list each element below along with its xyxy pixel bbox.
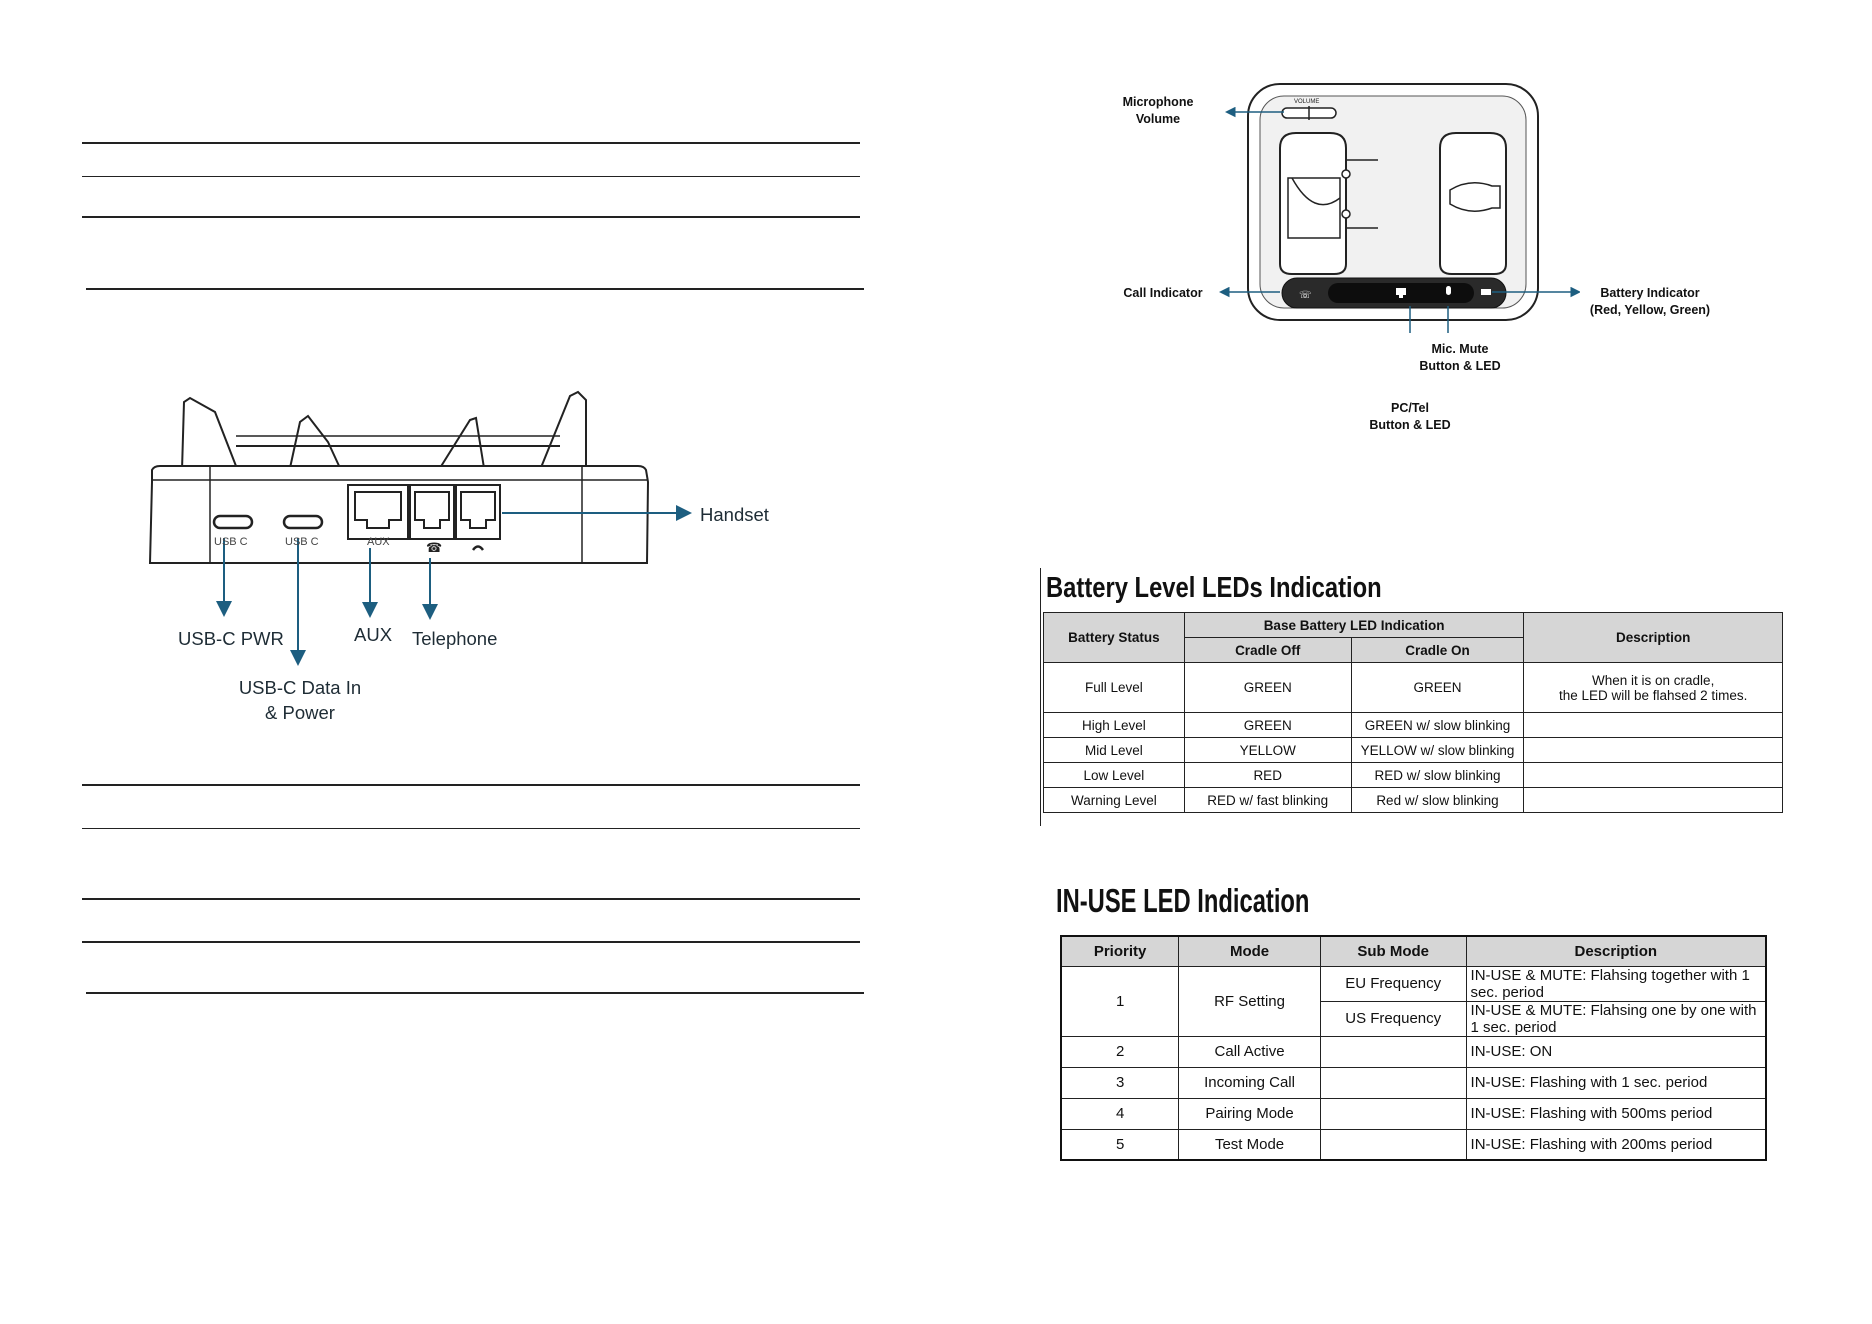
mode-header: Mode (1178, 935, 1321, 967)
handset-label: Handset (700, 504, 769, 525)
usb-c-data-label: USB-C Data In & Power (238, 677, 362, 723)
battery-led-table: Battery Status Base Battery LED Indicati… (1043, 612, 1783, 813)
table-row: Low Level RED RED w/ slow blinking (1043, 762, 1783, 788)
usb-c-pwr-label: USB-C PWR (178, 628, 284, 649)
battery-table-left-rule (1040, 568, 1041, 826)
handset-jack (455, 484, 501, 540)
call-indicator-label: Call Indicator (1123, 286, 1203, 300)
rule-5 (82, 784, 860, 786)
aux-jack (347, 484, 409, 540)
inuse-led-table: Priority Mode Sub Mode Description 1 RF … (1060, 935, 1767, 1161)
table-row: Warning Level RED w/ fast blinking Red w… (1043, 787, 1783, 813)
port-label-aux: AUX (367, 536, 390, 548)
device-top-view-diagram: VOLUME ☏ (1219, 83, 1580, 333)
usb-c-port-1 (212, 514, 254, 530)
rule-1 (82, 142, 860, 144)
table-row: 1 RF Setting EU Frequency IN-USE & MUTE:… (1060, 965, 1767, 1037)
base-indication-header: Base Battery LED Indication (1183, 612, 1525, 638)
handset-icon (471, 545, 485, 551)
rule-6 (82, 828, 860, 829)
rule-4 (86, 288, 864, 290)
port-label-usb-c-2: USB C (285, 536, 319, 548)
inuse-description-header: Description (1465, 935, 1767, 967)
battery-status-header: Battery Status (1043, 612, 1185, 663)
rule-9 (86, 992, 864, 994)
cradle-back-view-diagram: ☎ (148, 390, 692, 666)
table-row: 2 Call Active IN-USE: ON (1060, 1035, 1767, 1068)
microphone-volume-label: Microphone Volume (1122, 95, 1194, 126)
rule-2 (82, 176, 860, 177)
mic-icon (1446, 286, 1451, 295)
rule-3 (82, 216, 860, 218)
telephone-label: Telephone (412, 628, 498, 649)
table-row: Full Level GREEN GREEN When it is on cra… (1043, 662, 1783, 713)
port-label-usb-c-1: USB C (214, 536, 248, 548)
mic-mute-label: Mic. Mute Button & LED (1419, 342, 1501, 373)
table-row: 3 Incoming Call IN-USE: Flashing with 1 … (1060, 1066, 1767, 1099)
table-row: Mid Level YELLOW YELLOW w/ slow blinking (1043, 737, 1783, 763)
cradle-on-header: Cradle On (1350, 637, 1525, 663)
aux-label: AUX (354, 624, 393, 645)
telephone-jack (409, 484, 455, 540)
sub-mode-header: Sub Mode (1319, 935, 1467, 967)
telephone-icon: ☎ (426, 541, 442, 556)
description-header: Description (1523, 612, 1783, 663)
usb-c-port-2 (282, 514, 324, 530)
volume-text: VOLUME (1294, 99, 1319, 105)
pc-tel-icon (1396, 288, 1406, 295)
priority-header: Priority (1060, 935, 1180, 967)
call-indicator-icon: ☏ (1299, 290, 1312, 301)
inuse-table-title: IN-USE LED Indication (1056, 882, 1310, 919)
cradle-off-header: Cradle Off (1183, 637, 1352, 663)
battery-indicator-label: Battery Indicator (Red, Yellow, Green) (1589, 286, 1711, 317)
battery-table-title: Battery Level LEDs Indication (1046, 572, 1382, 604)
table-row: High Level GREEN GREEN w/ slow blinking (1043, 712, 1783, 738)
table-row: 5 Test Mode IN-USE: Flashing with 200ms … (1060, 1128, 1767, 1161)
rule-8 (82, 941, 860, 943)
pc-tel-label: PC/Tel Button & LED (1369, 401, 1451, 432)
rule-7 (82, 898, 860, 900)
table-row: US Frequency IN-USE & MUTE: Flahsing one… (1061, 1000, 1767, 1037)
table-row: 4 Pairing Mode IN-USE: Flashing with 500… (1060, 1097, 1767, 1130)
battery-indicator-icon (1481, 289, 1491, 295)
